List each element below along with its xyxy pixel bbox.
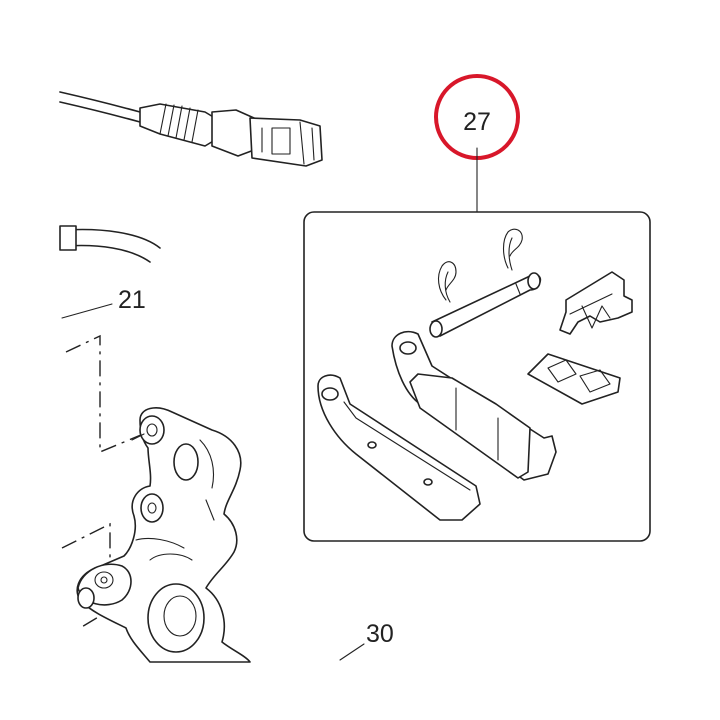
callout-27-label: 27 (463, 108, 491, 136)
brake-pad-kit-box[interactable] (303, 211, 651, 542)
r-clip-right[interactable] (502, 228, 523, 271)
brake-hose[interactable] (59, 225, 161, 263)
callout-27[interactable]: 27 (434, 74, 520, 213)
r-clip-left[interactable] (437, 261, 457, 303)
callout-21: 21 (61, 286, 146, 319)
callout-30: 30 (339, 620, 394, 661)
pad-shim[interactable] (527, 353, 621, 405)
brake-pad-rear[interactable] (391, 330, 557, 481)
callout-21-label: 21 (118, 286, 146, 314)
brake-pad-front[interactable] (317, 374, 481, 521)
pad-spring[interactable] (559, 271, 633, 335)
callout-30-label: 30 (366, 620, 394, 648)
pad-pin[interactable] (429, 272, 542, 338)
sensor-cable-assembly[interactable] (59, 91, 323, 167)
steering-knuckle[interactable] (76, 407, 251, 663)
